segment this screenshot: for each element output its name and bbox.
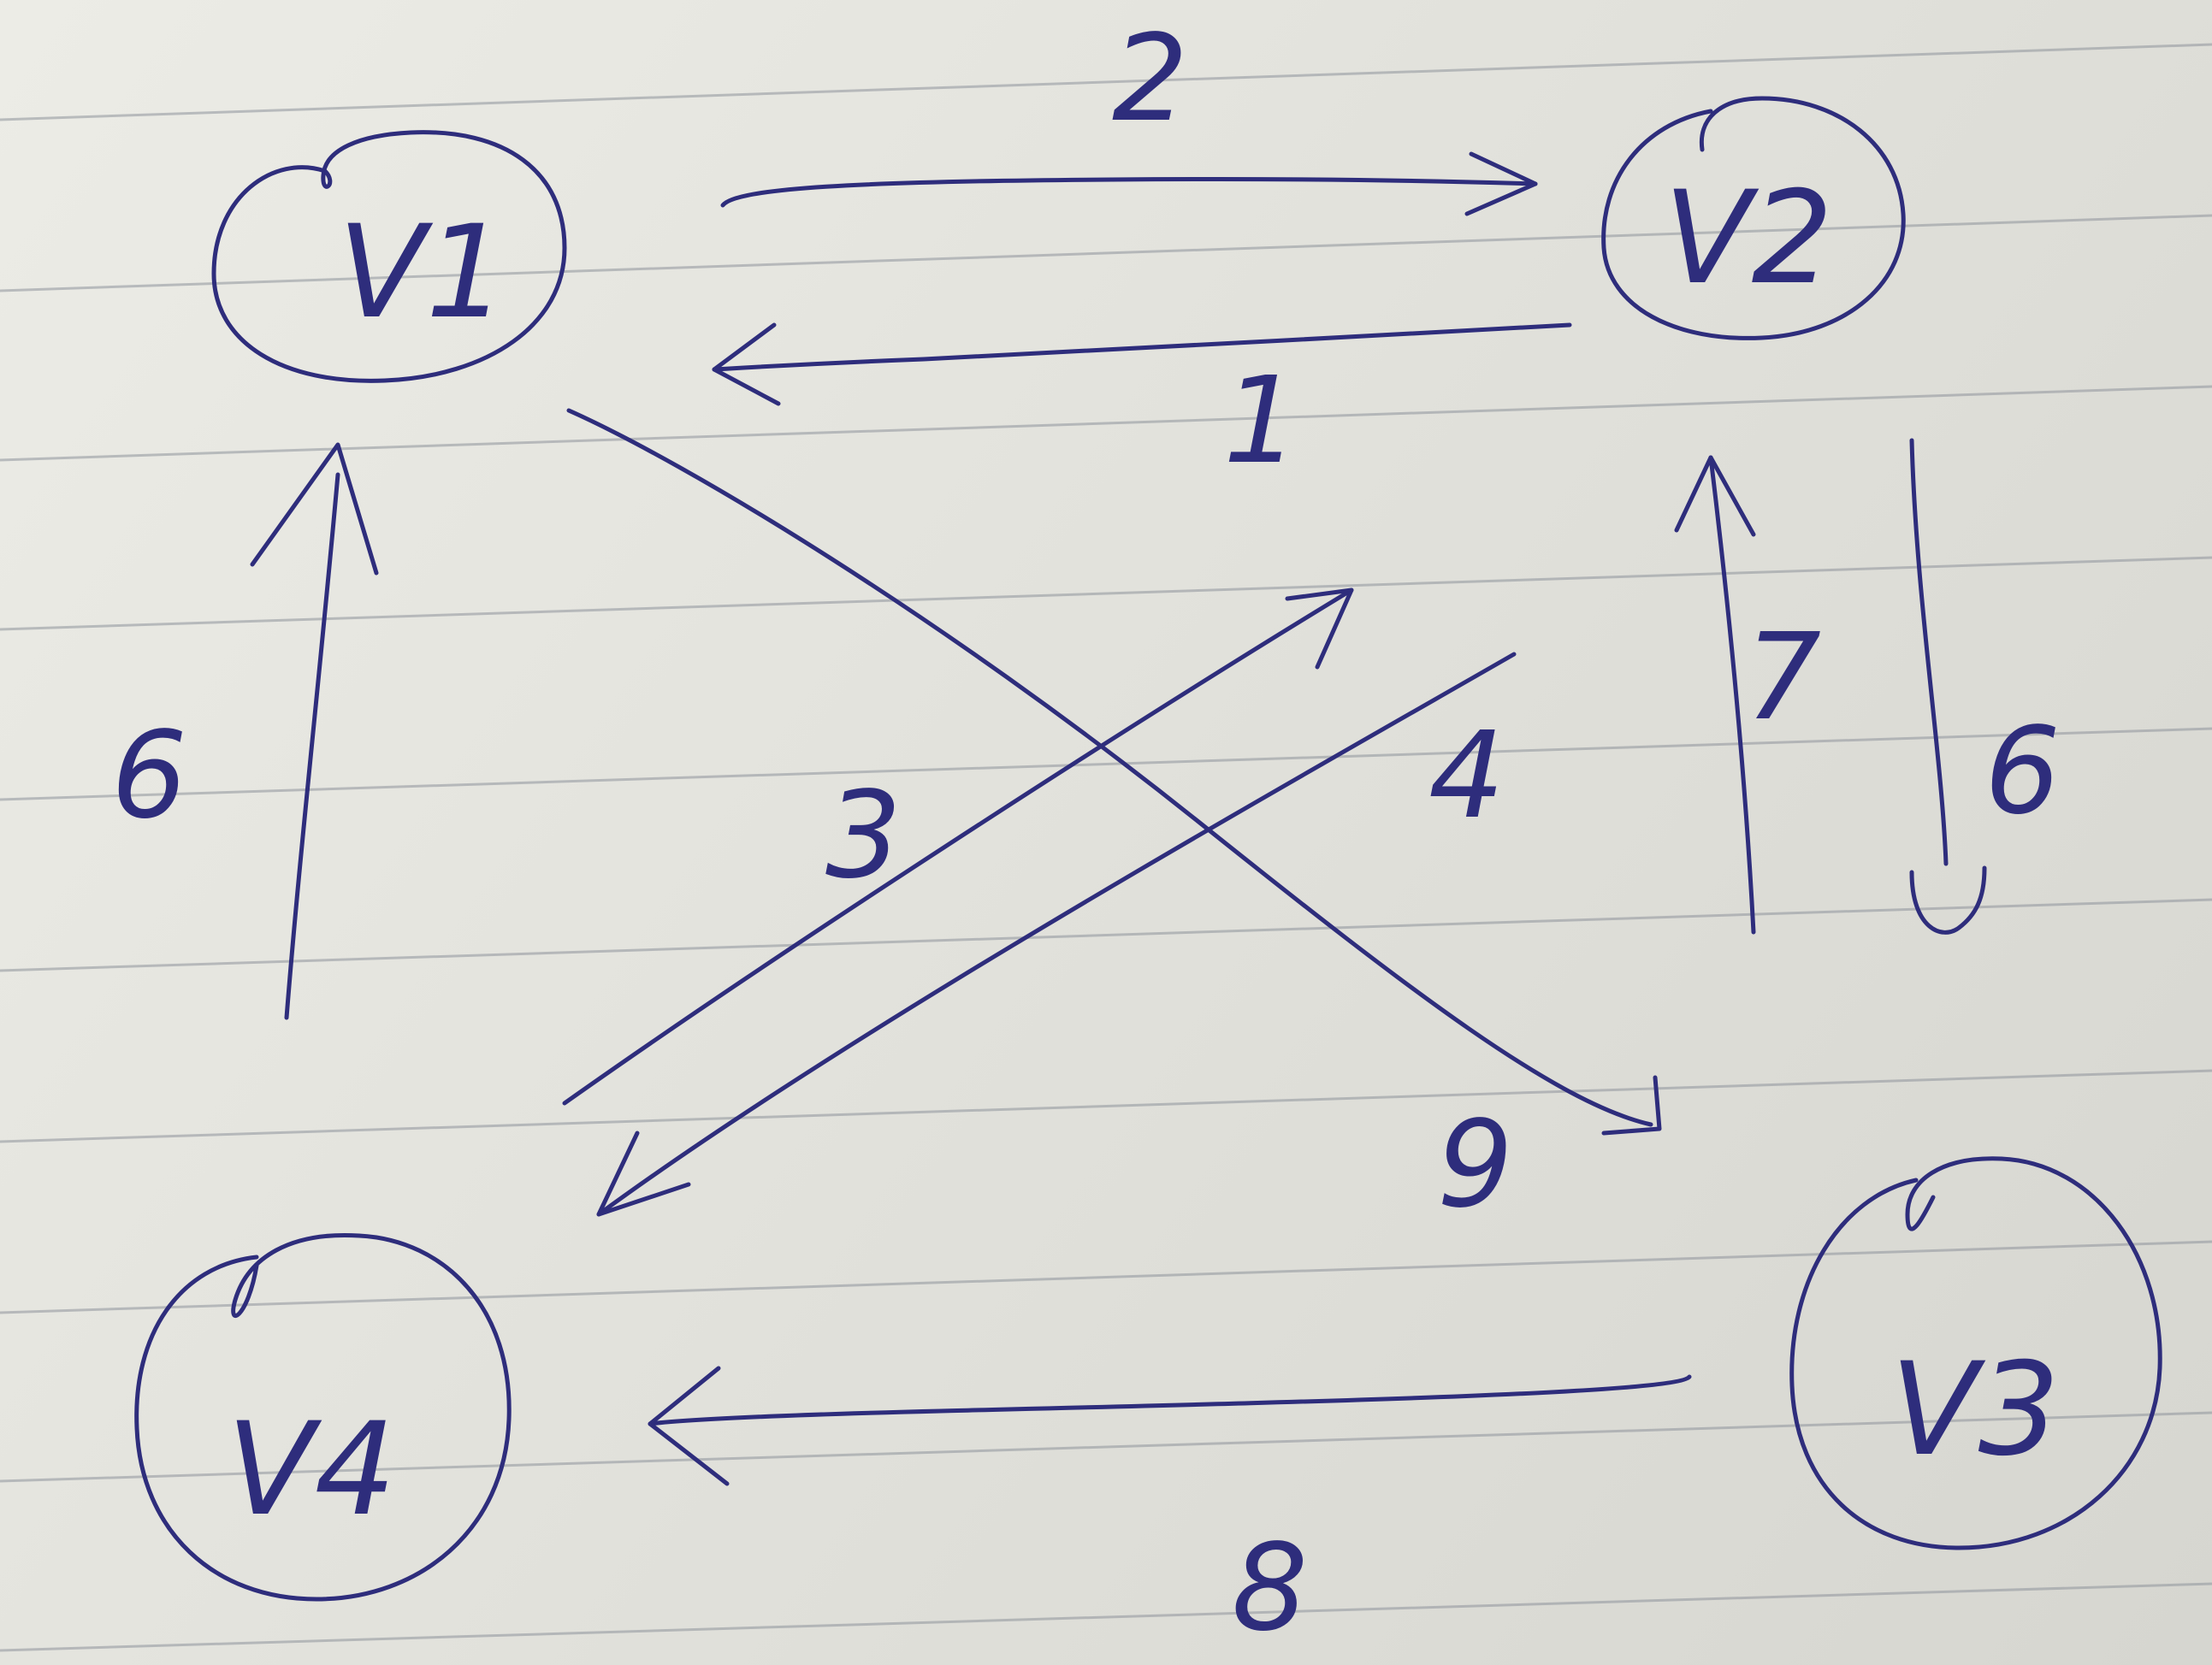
node-v2-label: V2 bbox=[1664, 164, 1833, 313]
arrowhead-icon bbox=[1909, 865, 1987, 935]
edge-v3-v4-weight: 8 bbox=[1232, 1519, 1308, 1658]
node-v2-circle bbox=[1601, 96, 1906, 340]
edge-v3-v2: 7 bbox=[1674, 455, 1821, 935]
edge-v4-v2-weight: 3 bbox=[825, 766, 902, 906]
edge-v2-v1-weight: 1 bbox=[1223, 351, 1299, 491]
arrowhead-icon bbox=[1464, 151, 1538, 216]
node-v3: V3 bbox=[1789, 1156, 2162, 1550]
edge-v1-v2-line bbox=[720, 176, 1538, 208]
edge-v3-v4-line bbox=[648, 1374, 1692, 1426]
edge-v4-v2: 3 bbox=[562, 587, 1354, 1106]
edge-v4-v1: 6 bbox=[111, 442, 379, 1020]
edge-v2-v1: 1 bbox=[712, 322, 1572, 491]
arrowhead-icon bbox=[596, 1131, 691, 1217]
edge-v1-v2: 2 bbox=[720, 9, 1538, 216]
ruled-lines bbox=[0, 43, 2212, 1652]
edge-v3-v2-weight: 7 bbox=[1745, 608, 1821, 747]
node-v1-label: V1 bbox=[338, 198, 507, 347]
edge-v2-v4-weight: 4 bbox=[1428, 706, 1505, 846]
node-v4: V4 bbox=[134, 1232, 512, 1602]
arrowhead-icon bbox=[1601, 1075, 1662, 1136]
edge-v1-v3-line bbox=[566, 408, 1653, 1127]
edge-v2-v3-weight: 6 bbox=[1984, 702, 2061, 841]
edge-v4-v1-weight: 6 bbox=[111, 706, 187, 846]
node-v1: V1 bbox=[211, 130, 567, 383]
arrowhead-icon bbox=[250, 442, 379, 576]
arrowhead-icon bbox=[712, 322, 781, 406]
node-v4-label: V4 bbox=[227, 1396, 396, 1544]
edge-v2-v1-line bbox=[712, 322, 1572, 372]
arrowhead-icon bbox=[1285, 587, 1354, 670]
edge-v4-v2-line bbox=[562, 587, 1354, 1106]
arrowhead-icon bbox=[1674, 455, 1756, 537]
edge-v1-v3-weight: 9 bbox=[1437, 1095, 1513, 1235]
edge-v2-v3: 6 bbox=[1909, 438, 2061, 935]
arrowhead-icon bbox=[648, 1366, 730, 1486]
edge-v2-v3-line bbox=[1909, 438, 1949, 866]
edge-v3-v4: 8 bbox=[648, 1366, 1692, 1658]
node-v3-circle bbox=[1789, 1156, 2162, 1550]
edge-v1-v2-weight: 2 bbox=[1112, 9, 1188, 149]
edge-v2-v4: 4 bbox=[596, 652, 1517, 1217]
edge-v3-v2-line bbox=[1708, 455, 1756, 935]
node-v3-label: V3 bbox=[1890, 1336, 2060, 1485]
node-v1-circle bbox=[211, 130, 567, 383]
node-v2: V2 bbox=[1601, 96, 1906, 340]
edge-v1-v3: 9 bbox=[566, 408, 1662, 1235]
node-v4-circle bbox=[134, 1232, 512, 1602]
edge-v2-v4-line bbox=[596, 652, 1517, 1217]
edge-v4-v1-line bbox=[284, 472, 340, 1020]
